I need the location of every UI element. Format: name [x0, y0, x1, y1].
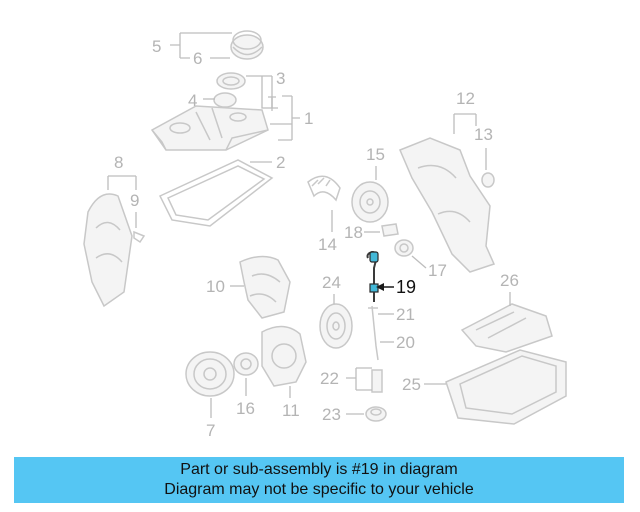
svg-text:24: 24: [322, 273, 341, 292]
callout-22: 22: [320, 367, 372, 391]
svg-text:6: 6: [193, 49, 202, 68]
callout-14: 14: [318, 210, 337, 254]
svg-text:2: 2: [276, 153, 285, 172]
svg-text:25: 25: [402, 375, 421, 394]
svg-text:3: 3: [276, 69, 285, 88]
svg-text:5: 5: [152, 37, 161, 56]
svg-text:18: 18: [344, 223, 363, 242]
callout-21: 21: [378, 305, 415, 324]
seal-ring[interactable]: [216, 72, 246, 90]
svg-text:1: 1: [304, 109, 313, 128]
timing-belt[interactable]: [307, 175, 341, 202]
dipstick-tube[interactable]: [368, 305, 379, 361]
callout-13: 13: [474, 125, 493, 170]
callout-6: 6: [193, 49, 230, 68]
cam-sensor[interactable]: [381, 223, 399, 237]
svg-text:21: 21: [396, 305, 415, 324]
callout-9: 9: [130, 191, 139, 228]
callout-24: 24: [322, 273, 341, 304]
callout-19: 19: [376, 277, 416, 297]
svg-text:15: 15: [366, 145, 385, 164]
flywheel-plate[interactable]: [319, 303, 353, 349]
svg-text:9: 9: [130, 191, 139, 210]
valve-cover-gasket[interactable]: [158, 159, 274, 227]
svg-text:13: 13: [474, 125, 493, 144]
callout-10: 10: [206, 277, 244, 296]
oil-filler-cap[interactable]: [230, 30, 264, 60]
svg-text:4: 4: [188, 91, 197, 110]
svg-text:14: 14: [318, 235, 337, 254]
seal-plug[interactable]: [481, 172, 495, 188]
callout-17: 17: [411, 255, 447, 280]
cover-clip[interactable]: [133, 230, 146, 244]
part-info-banner: Part or sub-assembly is #19 in diagram D…: [14, 457, 624, 503]
banner-line-disclaimer: Diagram may not be specific to your vehi…: [164, 481, 474, 498]
svg-text:23: 23: [322, 405, 341, 424]
pickup-tube[interactable]: [371, 369, 383, 393]
svg-text:10: 10: [206, 277, 225, 296]
idler-pulley[interactable]: [394, 239, 414, 257]
timing-cover-upper[interactable]: [83, 193, 133, 308]
svg-text:26: 26: [500, 271, 519, 290]
svg-text:7: 7: [206, 421, 215, 440]
callout-8: 8: [107, 153, 137, 190]
callout-1: 1: [270, 95, 313, 141]
svg-text:11: 11: [282, 401, 300, 420]
callout-4: 4: [188, 91, 215, 110]
timing-cover-lower[interactable]: [261, 325, 307, 387]
callout-5: 5: [152, 32, 232, 59]
callout-16: 16: [236, 378, 255, 418]
callout-18: 18: [344, 223, 380, 242]
svg-text:16: 16: [236, 399, 255, 418]
callout-26: 26: [500, 271, 519, 306]
timing-cover-middle[interactable]: [239, 255, 291, 319]
callout-23: 23: [322, 405, 364, 424]
svg-text:22: 22: [320, 369, 339, 388]
callout-11: 11: [282, 386, 300, 420]
crankshaft-sprocket[interactable]: [233, 352, 259, 376]
oil-pan[interactable]: [445, 349, 567, 425]
rear-timing-cover[interactable]: [399, 137, 496, 273]
callout-2: 2: [250, 153, 285, 172]
callout-12: 12: [453, 89, 477, 134]
banner-line-part: Part or sub-assembly is #19 in diagram: [180, 461, 458, 478]
svg-text:17: 17: [428, 261, 447, 280]
svg-text:8: 8: [114, 153, 123, 172]
callout-20: 20: [380, 333, 415, 352]
svg-text:20: 20: [396, 333, 415, 352]
oil-pan-upper[interactable]: [460, 303, 553, 353]
drain-plug[interactable]: [365, 406, 387, 422]
callout-15: 15: [366, 145, 385, 180]
callout-25: 25: [402, 375, 446, 394]
camshaft-sprocket[interactable]: [351, 181, 389, 223]
valve-cover[interactable]: [150, 105, 269, 151]
svg-text:12: 12: [456, 89, 475, 108]
oil-seal[interactable]: [213, 92, 237, 108]
callout-7: 7: [206, 398, 215, 440]
oil-dipstick-highlighted[interactable]: [366, 250, 379, 302]
callout-3: 3: [246, 69, 285, 109]
svg-text:19: 19: [396, 277, 416, 297]
crankshaft-pulley[interactable]: [185, 351, 235, 397]
